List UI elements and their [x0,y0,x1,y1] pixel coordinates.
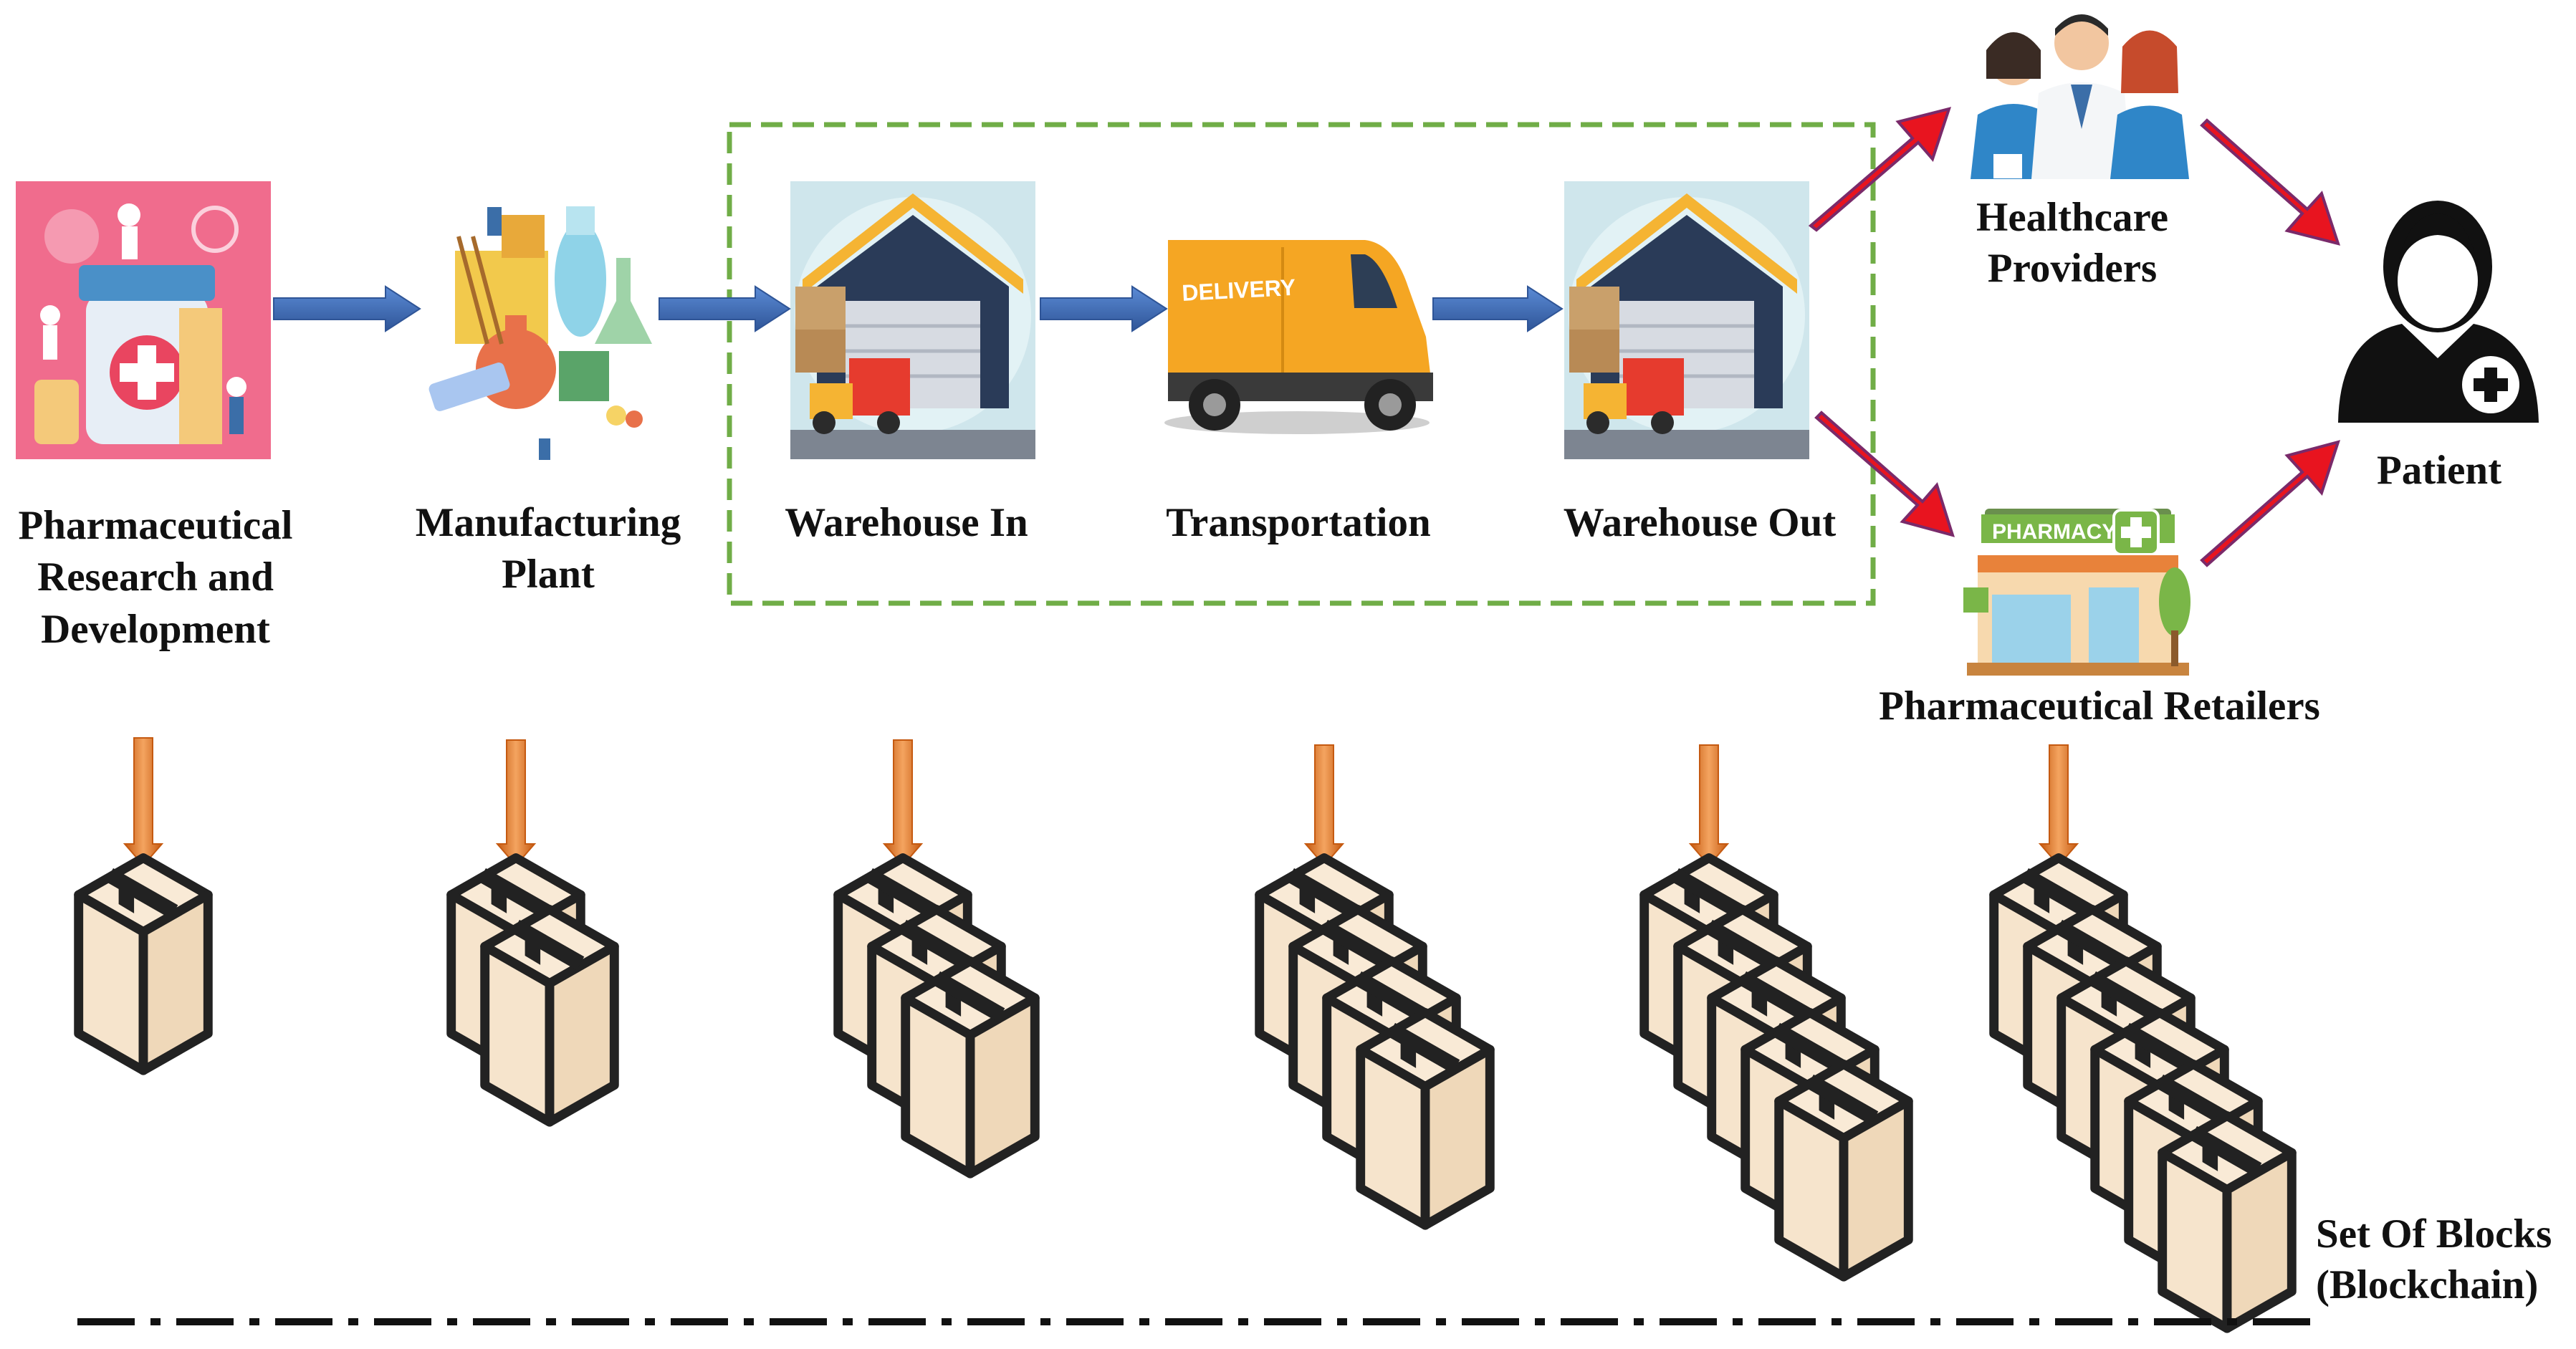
arrow-providers-to-patient [2200,118,2341,246]
transport-label: Transportation [1166,500,1430,545]
block-cube [485,910,615,1123]
warehouse-in-illustration [790,181,1035,459]
providers-label-line2: Providers [1988,246,2157,291]
plant-label-line1: Manufacturing [416,500,681,545]
arrow-warehouse-to-providers [1808,107,1952,232]
warehouse-out-label: Warehouse Out [1564,500,1837,545]
pharmacy-sign-text: PHARMACY [1992,520,2116,544]
warehouse-in-label: Warehouse In [785,500,1028,545]
blockchain-label-line1: Set Of Blocks [2316,1211,2552,1257]
retailers-label: Pharmaceutical Retailers [1879,683,2320,729]
down-arrow-warehouse-out [1688,744,1730,867]
block-stack-rnd [79,858,209,1071]
patient-label: Patient [2377,448,2501,493]
block-stacks [79,858,2292,1329]
arrow-retailers-to-patient [2200,440,2341,567]
arrow-warehouse-to-retailers [1814,411,1955,537]
rnd-label-line1: Pharmaceutical [18,503,292,548]
pharmacy-store-illustration: PHARMACY [1963,509,2190,676]
block-stack-transport [1260,858,1490,1226]
block-cube [1779,1065,1909,1277]
down-arrows [123,737,2079,867]
down-arrow-transport [1303,744,1345,867]
patient-icon [2338,201,2539,423]
blockchain-label-line2: (Blockchain) [2316,1262,2538,1307]
branch-arrows [1808,107,2341,567]
plant-label-line2: Plant [502,552,595,597]
logistics-dashed-frame [727,122,1876,606]
delivery-van-illustration: DELIVERY [1164,240,1433,434]
rnd-label-line2: Research and [37,555,274,600]
block-cube [1361,1013,1490,1226]
arrow-warehouse-in-to-transport [1040,285,1168,332]
down-arrow-plant [495,739,537,867]
arrow-rnd-to-plant [273,285,421,332]
block-stack-warehouse-in [838,858,1035,1174]
rnd-label-line3: Development [41,607,270,652]
down-arrow-rnd [123,737,164,867]
warehouse-out-illustration [1564,181,1809,459]
block-stack-retailers [1994,858,2292,1329]
block-cube [906,961,1035,1174]
research-development-illustration [16,181,271,459]
arrow-plant-to-warehouse-in [659,285,791,332]
down-arrow-warehouse-in [882,739,924,867]
flow-arrows [273,285,1564,332]
stage-labels: Pharmaceutical Research and Development … [18,195,2501,729]
block-stack-plant [451,858,615,1123]
arrow-transport-to-warehouse-out [1432,285,1564,332]
providers-label-line1: Healthcare [1976,195,2168,240]
manufacturing-plant-illustration [428,187,652,460]
healthcare-providers-illustration [1971,14,2189,179]
block-stack-warehouse-out [1644,858,1909,1277]
van-delivery-text: DELIVERY [1181,274,1296,306]
block-cube [2163,1116,2292,1329]
block-cube [79,858,209,1071]
down-arrow-retailers [2038,744,2079,867]
